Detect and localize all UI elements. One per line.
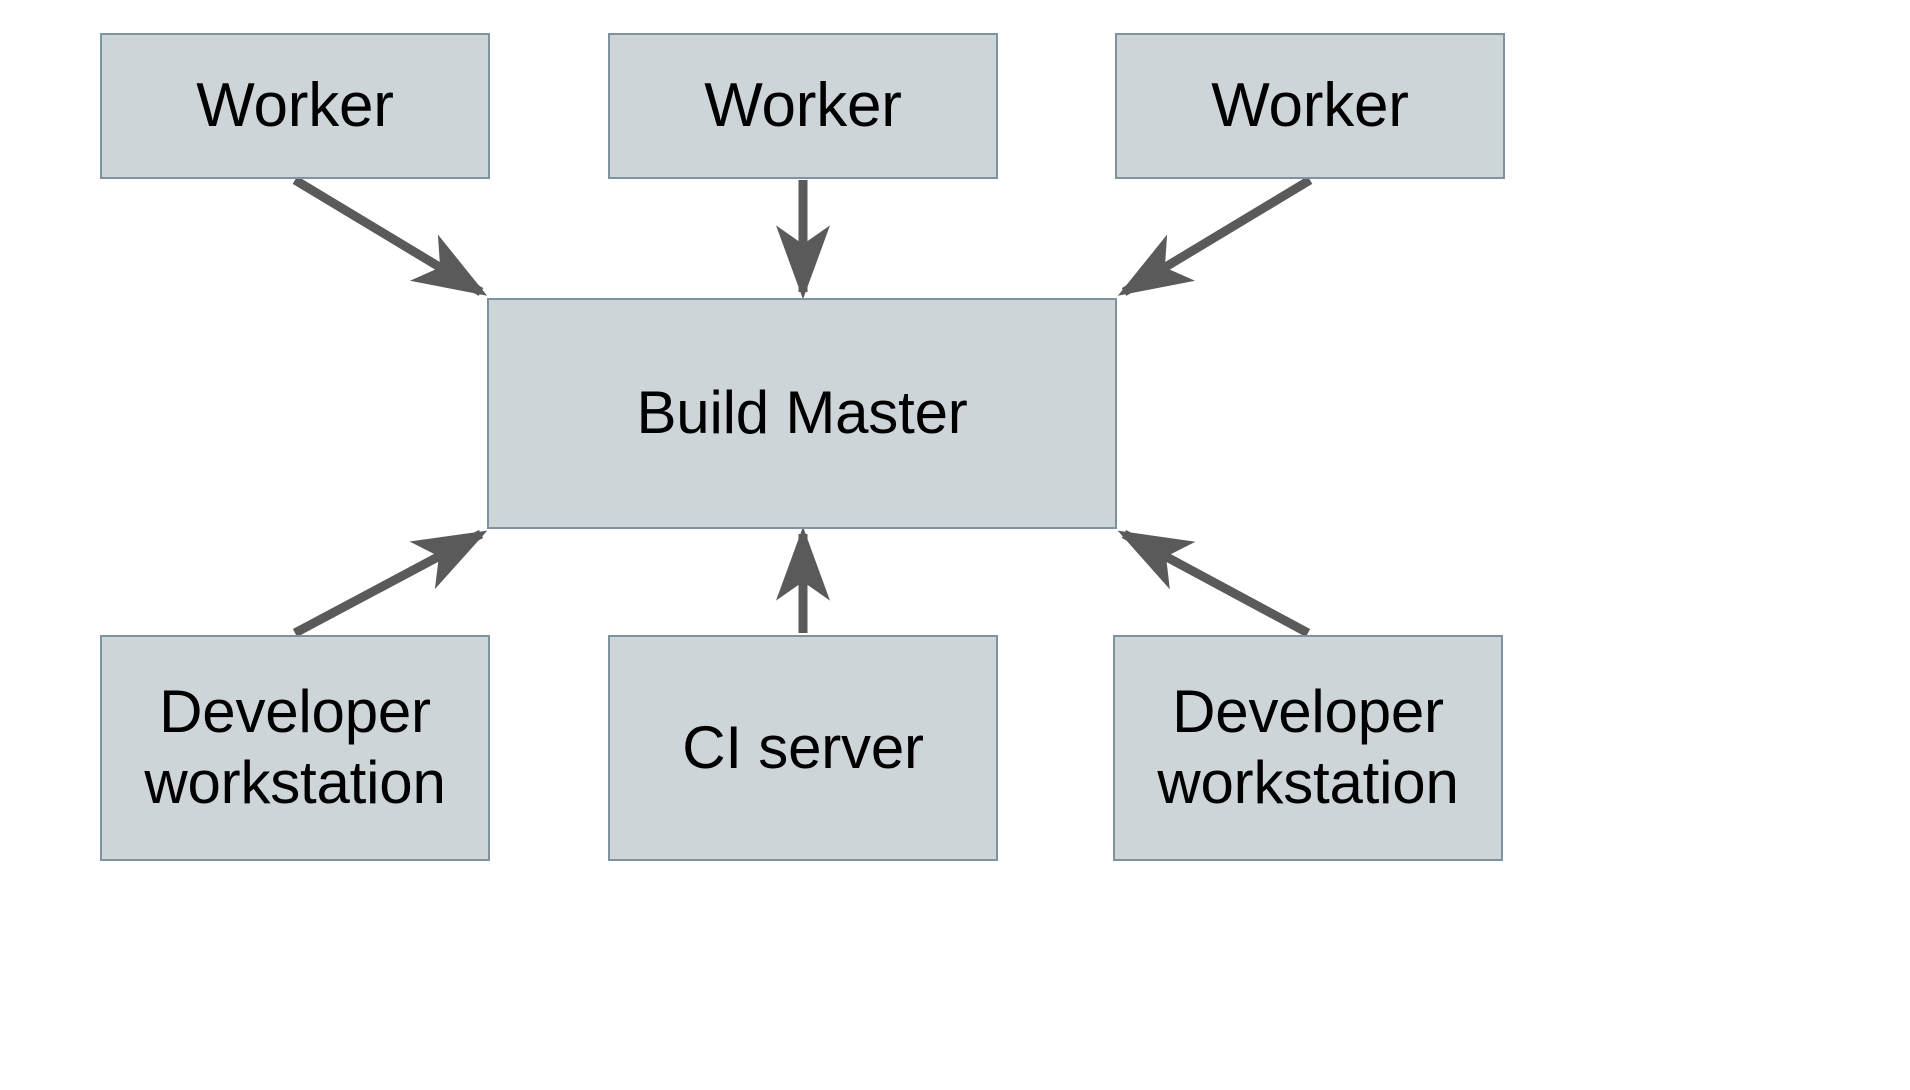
node-worker-3-label: Worker <box>1211 71 1409 141</box>
node-build-master[interactable]: Build Master <box>487 298 1117 529</box>
node-developer-workstation-2[interactable]: Developer workstation <box>1113 635 1503 861</box>
node-ci-server[interactable]: CI server <box>608 635 998 861</box>
node-worker-3[interactable]: Worker <box>1115 33 1505 179</box>
edge-dev-ws-1-to-build-master <box>292 530 488 637</box>
edge-worker-3-to-build-master <box>1117 176 1313 296</box>
node-developer-workstation-1[interactable]: Developer workstation <box>100 635 490 861</box>
node-worker-2[interactable]: Worker <box>608 33 998 179</box>
node-build-master-label: Build Master <box>636 379 968 447</box>
edge-worker-1-to-build-master <box>292 176 488 296</box>
node-worker-2-label: Worker <box>704 71 902 141</box>
node-ci-server-label: CI server <box>682 713 924 781</box>
node-worker-1-label: Worker <box>196 71 394 141</box>
node-worker-1[interactable]: Worker <box>100 33 490 179</box>
node-developer-workstation-1-label: Developer workstation <box>144 678 446 816</box>
edge-dev-ws-2-to-build-master <box>1117 530 1311 637</box>
node-developer-workstation-2-label: Developer workstation <box>1157 678 1459 816</box>
